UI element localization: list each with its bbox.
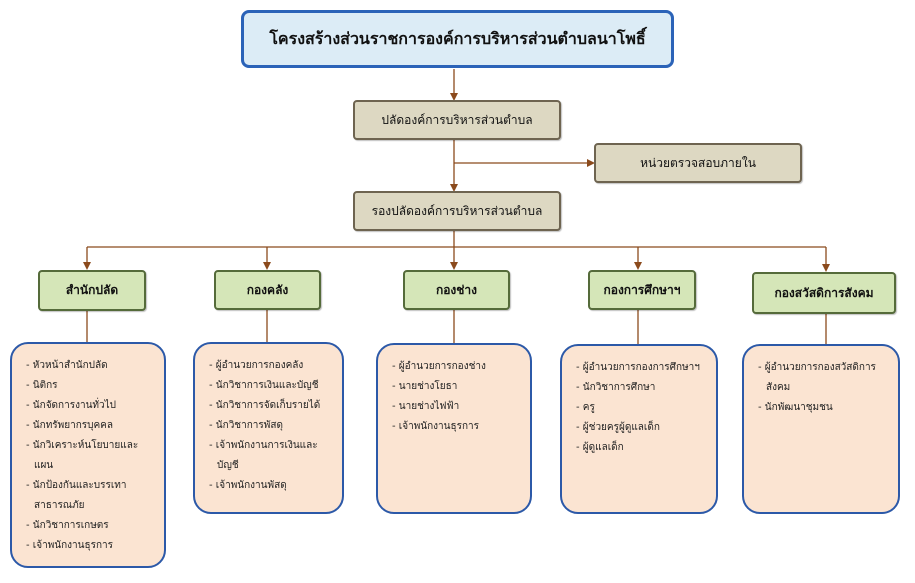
chief-administrator-box: ปลัดองค์การบริหารส่วนตำบล (353, 100, 561, 140)
division-list-3: ผู้อำนวยการกองการศึกษาฯนักวิชาการศึกษาคร… (560, 344, 718, 514)
division-list-4: ผู้อำนวยการกองสวัสดิการสังคมนักพัฒนาชุมช… (742, 344, 900, 514)
list-item: ผู้ดูแลเด็ก (576, 438, 706, 458)
list-item: ผู้อำนวยการกองการศึกษาฯ (576, 358, 706, 378)
list-item: นักป้องกันและบรรเทาสาธารณภัย (26, 476, 154, 516)
list-item: นักวิชาการศึกษา (576, 378, 706, 398)
division-list-1: ผู้อำนวยการกองคลังนักวิชาการเงินและบัญชี… (193, 342, 344, 514)
division-box-3: กองการศึกษาฯ (588, 270, 696, 310)
list-item: เจ้าพนักงานการเงินและบัญชี (209, 436, 332, 476)
division-list-2: ผู้อำนวยการกองช่างนายช่างโยธานายช่างไฟฟ้… (376, 343, 532, 514)
list-item: ผู้ช่วยครูผู้ดูแลเด็ก (576, 418, 706, 438)
list-item: นายช่างไฟฟ้า (392, 397, 520, 417)
list-item: นิติกร (26, 376, 154, 396)
list-item: นักพัฒนาชุมชน (758, 398, 888, 418)
division-box-1: กองคลัง (214, 270, 321, 310)
list-item: นายช่างโยธา (392, 377, 520, 397)
list-item: ผู้อำนวยการกองสวัสดิการสังคม (758, 358, 888, 398)
list-item: เจ้าพนักงานธุรการ (392, 417, 520, 437)
list-item: ผู้อำนวยการกองคลัง (209, 356, 332, 376)
list-item: นักวิชาการพัสดุ (209, 416, 332, 436)
list-item: หัวหน้าสำนักปลัด (26, 356, 154, 376)
list-item: ผู้อำนวยการกองช่าง (392, 357, 520, 377)
deputy-administrator-box: รองปลัดองค์การบริหารส่วนตำบล (353, 191, 561, 231)
division-box-4: กองสวัสดิการสังคม (752, 272, 896, 314)
list-item: นักวิชาการเงินและบัญชี (209, 376, 332, 396)
list-item: เจ้าพนักงานพัสดุ (209, 476, 332, 496)
division-box-0: สำนักปลัด (38, 270, 146, 311)
division-box-2: กองช่าง (403, 270, 510, 310)
chart-title: โครงสร้างส่วนราชการองค์การบริหารส่วนตำบล… (241, 10, 674, 68)
list-item: นักวิชาการเกษตร (26, 516, 154, 536)
list-item: นักวิเคราะห์นโยบายและแผน (26, 436, 154, 476)
list-item: ครู (576, 398, 706, 418)
division-list-0: หัวหน้าสำนักปลัดนิติกรนักจัดการงานทั่วไป… (10, 342, 166, 568)
list-item: นักทรัพยากรบุคคล (26, 416, 154, 436)
list-item: นักวิชาการจัดเก็บรายได้ (209, 396, 332, 416)
internal-audit-box: หน่วยตรวจสอบภายใน (594, 143, 802, 183)
list-item: นักจัดการงานทั่วไป (26, 396, 154, 416)
list-item: เจ้าพนักงานธุรการ (26, 536, 154, 556)
